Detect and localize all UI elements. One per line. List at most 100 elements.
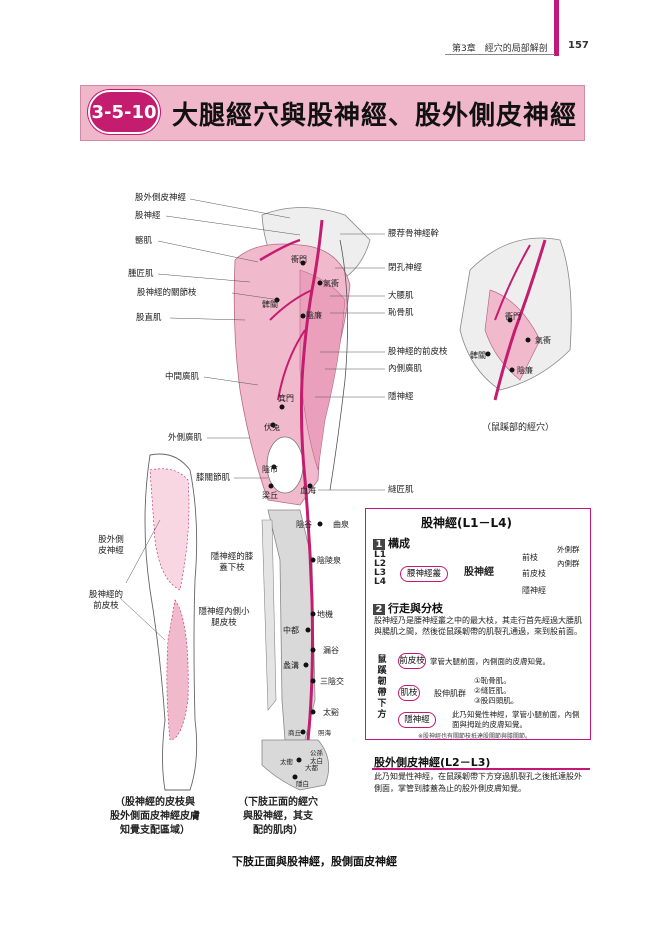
acupoint-yingu: 陰谷 (296, 520, 312, 529)
label-saphenous-nerve: 隱神經 (388, 392, 414, 402)
section-2-number: 2 (373, 604, 385, 615)
lateral-femoral-cutaneous-title: 股外側皮神經(L2－L3) (374, 756, 491, 769)
femoral-nerve-path (299, 219, 324, 741)
branch-anterior: 前枝 (522, 553, 538, 562)
leader-lines (119, 198, 385, 641)
branch-lateral-group: 外側群 (557, 545, 580, 554)
fibula-bone (261, 519, 277, 711)
label-rectus-femoris: 股直肌 (136, 313, 162, 323)
acupoint-jimen: 箕門 (278, 394, 294, 403)
section-1-number: 1 (373, 539, 385, 550)
root-l1: L1 (374, 550, 386, 560)
section-number-badge: 3-5-10 (88, 90, 160, 134)
branch-medial-group: 內側群 (557, 559, 580, 568)
pill-muscular-branch: 肌枝 (398, 685, 420, 701)
label-medial-crural-branch: 隱神經內側小腿皮枝 (198, 607, 250, 628)
label-vastus-intermedius: 中間廣肌 (165, 372, 200, 382)
lateral-cutaneous-zone (149, 468, 190, 591)
inguinal-ligament-vertical-label: 鼠蹊韌帶下方 (377, 655, 387, 720)
acupoint-zhaohai: 照海 (318, 729, 331, 737)
label-lateral-femoral-cutaneous-nerve: 股外側皮神經 (135, 193, 187, 203)
muscle-list: ①恥骨肌。 ②縫匠肌。 ③股四頭肌。 (474, 676, 518, 706)
pill-saphenous: 隱神經 (398, 712, 436, 728)
label-leg-anterior-cutaneous: 股神經的前皮枝 (88, 590, 123, 611)
inset-acupoint-chongmen: 衝門 (505, 312, 521, 321)
acupoint-ququan: 曲泉 (333, 520, 349, 529)
label-femoral-nerve: 股神經 (135, 211, 161, 221)
branch-saphenous: 隱神經 (522, 586, 546, 595)
inset-acupoint-biguan: 髀關 (470, 351, 486, 360)
acupoint-lougu: 漏谷 (323, 646, 339, 655)
label-infrapatellar-branch: 隱神經的膝蓋下枝 (210, 552, 254, 573)
caption-left-line3: 知覺支配區域） (120, 825, 190, 836)
caption-mid-line3: 配的肌肉） (253, 825, 303, 836)
acupoint-yinlian: 陰廉 (306, 311, 322, 320)
root-l3: L3 (374, 568, 386, 578)
section-1-title: 構成 (388, 537, 410, 550)
acupoint-taixi: 太谿 (323, 708, 339, 717)
acupoint-yinlingquan: 陰陵泉 (317, 556, 341, 565)
pill-anterior-cutaneous: 前皮枝 (398, 653, 426, 669)
caption-left-line2: 股外側面皮神經皮膚 (110, 811, 200, 822)
femoral-nerve-info-box (365, 508, 591, 740)
acupoint-shangqiu: 商丘 (288, 729, 301, 737)
caption-mid-line2: 與股神經，其支 (243, 811, 313, 822)
inset-nerve-2 (494, 244, 531, 321)
label-iliacus: 髂肌 (135, 236, 153, 246)
acupoint-zhongdu: 中都 (283, 626, 299, 635)
acupoint-dadu: 大都 (305, 764, 318, 772)
label-leg-lateral-cutaneous: 股外側皮神經 (98, 535, 124, 556)
lateral-femoral-cutaneous-text: 此乃知覺性神經，在鼠蹊韌帶下方穿過肌裂孔之後抵達股外側面，掌管到膝蓋為止的股外側… (374, 772, 582, 793)
info-title: 股神經(L1－L4) (421, 516, 512, 530)
acupoint-taichong: 太衝 (280, 758, 293, 766)
acupoint-sanyinjiao: 三陰交 (320, 677, 344, 686)
label-vastus-medialis: 內側廣肌 (388, 364, 423, 374)
page-number: 157 (568, 40, 589, 51)
inset-acupoint-qichong: 氣衝 (535, 336, 551, 345)
label-pectineus: 恥骨肌 (388, 308, 414, 318)
title-banner (80, 85, 585, 141)
lateral-femoral-cutaneous-rule (372, 768, 590, 770)
caption-mid-line1: （下肢正面的經穴 (238, 797, 318, 808)
acupoint-yinbai: 隱白 (296, 780, 309, 788)
caption-left-line1: （股神經的皮枝與 (115, 797, 195, 808)
nerve-name: 股神經 (464, 567, 494, 578)
inset-caption: （鼠蹊部的經穴） (482, 423, 555, 433)
acupoint-taibai: 太白 (310, 757, 323, 765)
pill-lumbar-plexus: 腰神經叢 (400, 566, 448, 582)
header-accent-bar (554, 0, 559, 56)
branch-anterior-cutaneous: 前皮枝 (522, 569, 546, 578)
anterior-cutaneous-zone (166, 599, 189, 741)
femoral-branch-2 (277, 329, 306, 401)
course-description: 股神經乃是腰神經叢之中的最大枝，其走行首先經過大腰肌與腸肌之間，然後從鼠蹊韌帶的… (374, 616, 582, 636)
caption-left: （股神經的皮枝與 股外側面皮神經皮膚 知覺支配區域） (110, 796, 200, 838)
foot-bones (261, 739, 330, 791)
medial-muscles (299, 269, 346, 471)
page-title: 大腿經穴與股神經、股外側皮神經 (172, 101, 578, 131)
muscle-quadriceps: ③股四頭肌。 (474, 696, 519, 705)
label-lumbosacral-trunk: 腰荐骨神經幹 (388, 229, 440, 239)
acupoint-ligou: 蠡溝 (283, 661, 299, 670)
femoral-branch-3 (259, 238, 301, 262)
acupoint-diji: 地機 (317, 610, 333, 619)
root-list: L1 L2 L3 L4 (374, 551, 386, 587)
header-divider (445, 54, 555, 55)
chapter-title: 第3章 經穴的局部解剖 (452, 44, 548, 54)
acupoint-liangqiu: 梁丘 (262, 491, 278, 500)
label-articularis-genus: 膝關節肌 (196, 473, 231, 483)
body-outline (329, 239, 348, 491)
label-obturator-nerve: 閉孔神經 (388, 263, 423, 273)
saphenous-desc: 此乃知覺性神經，掌管小腿前面，內側面與拇趾的皮膚知覺。 (452, 710, 580, 729)
page-header: 第3章 經穴的局部解剖 157 (0, 0, 663, 58)
acupoint-futu: 伏兔 (264, 423, 280, 432)
label-sartorius-right: 縫匠肌 (388, 485, 414, 495)
acupoint-dots (268, 260, 531, 780)
acupoint-chongmen: 衝門 (291, 255, 307, 264)
acupoint-gongsun: 公孫 (310, 749, 323, 757)
label-psoas-major: 大腰肌 (388, 291, 414, 301)
inset-acupoint-yinlian: 陰廉 (517, 366, 533, 375)
figure-main-caption: 下肢正面與股神經，股側面皮神經 (232, 855, 397, 868)
acupoint-biguan: 髀關 (262, 300, 278, 309)
root-l4: L4 (374, 577, 386, 587)
